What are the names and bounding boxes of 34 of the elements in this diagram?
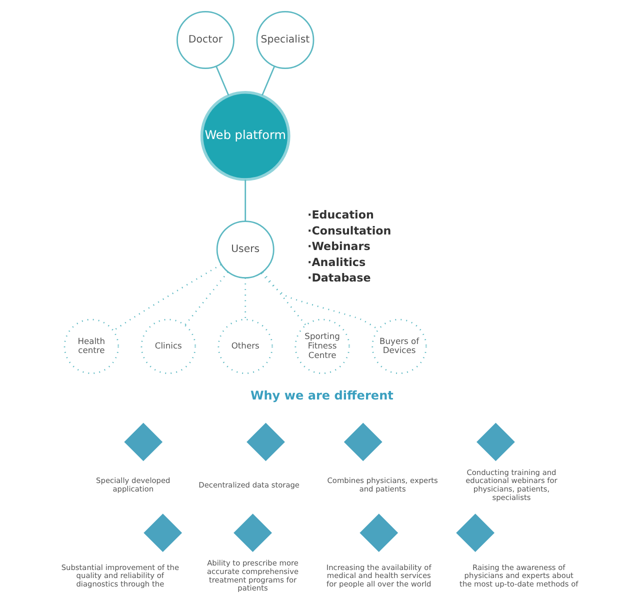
node-label: Combines physicians, experts and patients xyxy=(327,476,438,494)
node-diamond xyxy=(246,422,285,462)
node-label: Ability to prescribe more accurate comprehensive treatment programs for patients xyxy=(207,558,299,593)
node-circle: Doctor xyxy=(176,11,234,69)
node-label: Specially developed application xyxy=(96,476,170,494)
node-label: Decentralized data storage xyxy=(198,480,300,490)
node-circle: Others xyxy=(218,318,273,374)
connector xyxy=(216,66,230,96)
node-circle: Specialist xyxy=(256,11,314,69)
node-diamond xyxy=(234,514,272,552)
node-diamond xyxy=(144,514,182,552)
node-circle: Health centre xyxy=(64,318,120,374)
node-label: Substantial improvement of the quality and reliability of diagnostics through the xyxy=(61,562,180,589)
node-diamond xyxy=(360,514,398,552)
label: Why we are different xyxy=(250,388,394,403)
node-diamond xyxy=(476,422,515,462)
connector xyxy=(113,264,222,332)
node-text: ·Education ·Consultation ·Webinars ·Analitics ·Database xyxy=(307,208,392,285)
node-circle: Clinics xyxy=(140,318,196,374)
node-label: Increasing the availability of medical and health services for people all over the world xyxy=(326,562,432,589)
node-label: Raising the awareness of physicians and experts about the most up-to-date methods of xyxy=(460,562,578,589)
node-circle: Sporting Fitness Centre xyxy=(294,318,350,374)
connector xyxy=(244,278,246,320)
connector xyxy=(184,272,228,326)
node-circle: Web platform xyxy=(200,91,290,181)
node-diamond xyxy=(344,422,382,462)
connector xyxy=(262,66,276,96)
node-label: Conducting training and educational webinars for physicians, patients, specialists xyxy=(466,468,558,502)
node-diamond xyxy=(124,422,163,462)
node-diamond xyxy=(456,514,495,552)
node-circle: Buyers of Devices xyxy=(372,318,427,374)
connector xyxy=(262,272,306,326)
node-circle: Users xyxy=(216,220,274,279)
connector xyxy=(244,180,246,222)
